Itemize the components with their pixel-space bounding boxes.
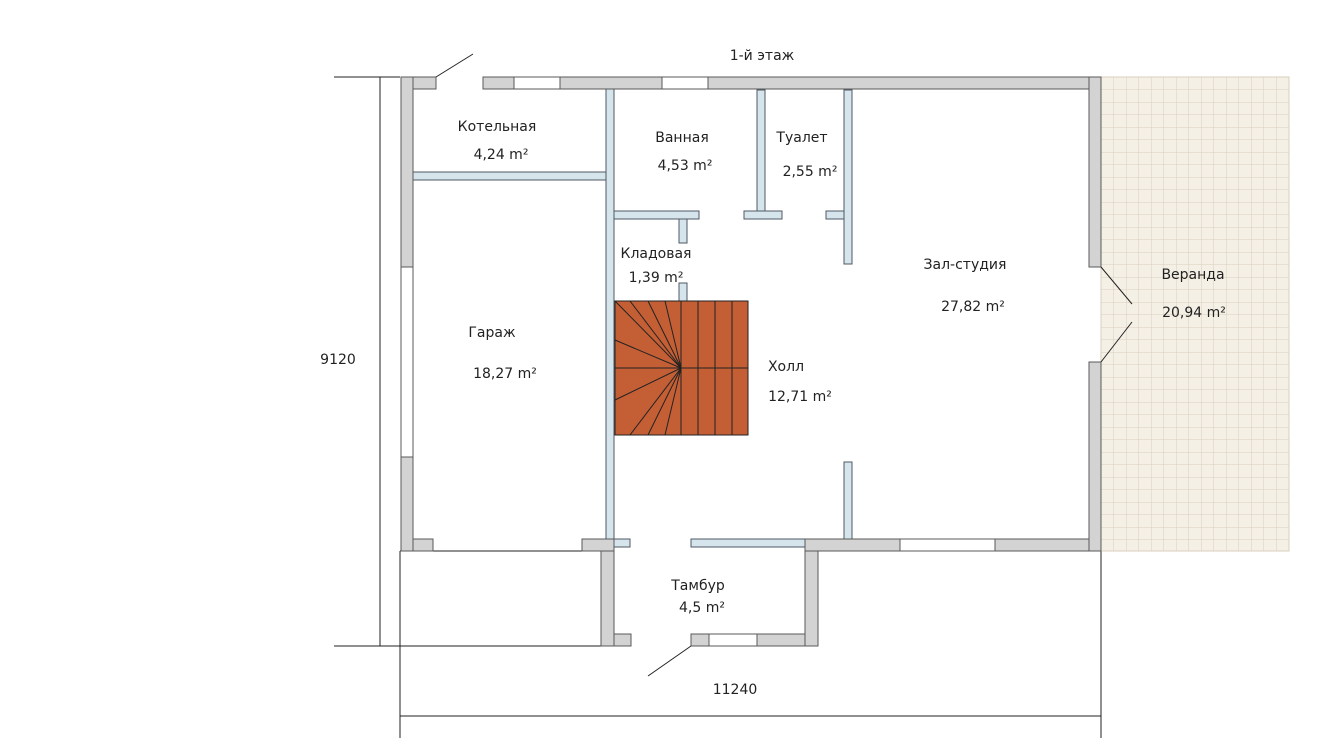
stair-step-line [647, 300, 682, 369]
room-kotelnaya: Котельная 4,24 m² [458, 119, 537, 163]
room-name: Котельная [458, 119, 537, 135]
room-vannaya: Ванная 4,53 m² [655, 130, 712, 174]
room-tambur: Тамбур 4,5 m² [670, 578, 725, 616]
stair-step-line [614, 339, 682, 369]
room-name: Кладовая [621, 246, 692, 262]
room-area: 20,94 m² [1162, 305, 1226, 321]
room-name: Холл [768, 359, 804, 375]
stair-step-line [614, 300, 682, 369]
outer-walls [400, 76, 1102, 647]
room-name: Тамбур [670, 578, 725, 594]
room-area: 4,5 m² [679, 600, 725, 616]
room-name: Гараж [468, 325, 516, 341]
veranda-floor [1100, 76, 1290, 552]
dimension-width: 11240 [713, 682, 758, 698]
stair-step-line [629, 367, 682, 436]
staircase [614, 300, 749, 436]
room-area: 12,71 m² [768, 389, 832, 405]
stair-step-line [664, 367, 682, 436]
room-veranda: Веранда 20,94 m² [1161, 267, 1225, 321]
room-area: 4,53 m² [658, 158, 713, 174]
plan-title: 1-й этаж [730, 48, 795, 64]
room-area: 27,82 m² [941, 299, 1005, 315]
room-garazh: Гараж 18,27 m² [468, 325, 536, 382]
room-area: 1,39 m² [629, 270, 684, 286]
door-swings [435, 53, 1133, 677]
room-tualet: Туалет 2,55 m² [775, 130, 837, 180]
room-name: Ванная [655, 130, 709, 146]
room-kladovaya: Кладовая 1,39 m² [621, 246, 692, 286]
stair-step-line [614, 367, 682, 401]
room-area: 18,27 m² [473, 366, 537, 382]
stair-step-line [647, 367, 682, 436]
room-area: 4,24 m² [474, 147, 529, 163]
room-zal-studiya: Зал-студия 27,82 m² [924, 257, 1007, 315]
stair-step-line [664, 300, 682, 369]
room-name: Туалет [775, 130, 827, 146]
stair-step-line [629, 300, 682, 369]
room-area: 2,55 m² [783, 164, 838, 180]
interior-walls [412, 87, 853, 548]
room-holl: Холл 12,71 m² [768, 359, 832, 405]
room-name: Веранда [1161, 267, 1224, 283]
dimension-height: 9120 [320, 352, 356, 368]
stair-steps [614, 300, 748, 436]
room-name: Зал-студия [924, 257, 1007, 273]
